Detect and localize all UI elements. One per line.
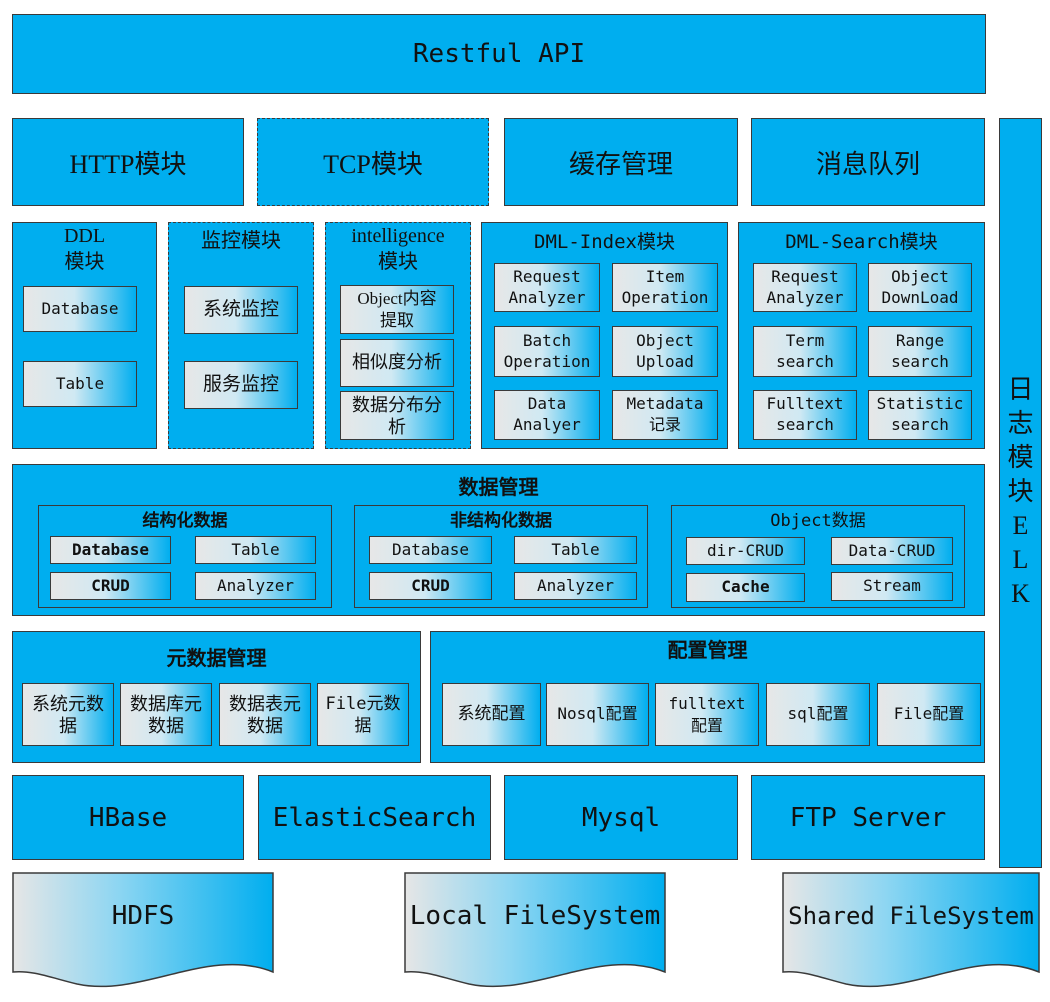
shared-filesystem-doc-shape [782,872,1040,988]
sql-config: sql配置 [766,683,870,746]
message-queue: 消息队列 [751,118,985,206]
fulltext-search: Fulltext search [753,390,857,440]
log-module-elk: 日 志 模 块 E L K [999,118,1042,868]
restful-api-layer: Restful API [12,14,986,94]
http-module-label: HTTP模块 [69,149,187,179]
ddl-module: DDL 模块 Database Table [12,222,157,449]
unstructured-database: Database [369,536,492,564]
log-char: E [1012,511,1029,540]
ftp-server-label: FTP Server [789,802,947,833]
object-upload: Object Upload [612,326,718,377]
structured-database: Database [50,536,171,564]
structured-table: Table [195,536,316,564]
config-management-title: 配置管理 [667,638,748,662]
config-management: 配置管理 系统配置 Nosql配置 fulltext 配置 sql配置 File… [430,631,985,763]
datatable-metadata: 数据表元 数据 [219,683,311,746]
shared-filesystem-label: Shared FileSystem [788,902,1034,930]
unstructured-analyzer: Analyzer [514,572,637,600]
ddl-module-title: DDL 模块 [63,225,106,273]
metadata-record: Metadata 记录 [612,390,718,440]
elasticsearch-label: ElasticSearch [272,802,477,833]
log-char: K [1011,579,1030,608]
system-metadata: 系统元数 据 [22,683,114,746]
http-module: HTTP模块 [12,118,244,206]
structured-data-title: 结构化数据 [142,511,228,531]
nosql-config: Nosql配置 [546,683,649,746]
local-filesystem-doc-shape [404,872,666,988]
mysql-label: Mysql [581,802,661,833]
object-content-extraction: Object内容 提取 [340,285,454,334]
message-queue-label: 消息队列 [815,149,920,179]
item-operation: Item Operation [612,263,718,312]
system-config: 系统配置 [442,683,541,746]
service-monitor: 服务监控 [184,361,298,409]
local-filesystem-label: Local FileSystem [409,901,661,931]
hdfs-label: HDFS [111,901,175,931]
object-download: Object DownLoad [868,263,972,312]
request-analyzer: Request Analyzer [494,263,600,312]
dml-index-module: DML-Index模块 Request Analyzer Item Operat… [481,222,728,449]
data-management-title: 数据管理 [458,475,539,499]
log-module-label: 日 志 模 块 E L K [1000,373,1041,611]
restful-api-label: Restful API [412,39,586,69]
monitor-module-title: 监控模块 [201,230,281,252]
file-config: File配置 [877,683,981,746]
unstructured-crud: CRUD [369,572,492,600]
data-distribution-analysis: 数据分布分 析 [340,391,454,440]
statistic-search: Statistic search [868,390,972,440]
unstructured-data-title: 非结构化数据 [450,511,552,531]
object-stream: Stream [831,572,953,601]
similarity-analysis: 相似度分析 [340,339,454,387]
log-char: 日 [1007,375,1034,404]
metadata-management-title: 元数据管理 [166,646,267,670]
dml-index-title: DML-Index模块 [534,231,675,253]
data-analyer: Data Analyer [494,390,600,440]
tcp-module-label: TCP模块 [323,149,423,179]
database-metadata: 数据库元 数据 [120,683,212,746]
metadata-management: 元数据管理 系统元数 据 数据库元 数据 数据表元 数据 File元数 据 [12,631,421,763]
tcp-module: TCP模块 [257,118,489,206]
cache-management-label: 缓存管理 [568,149,673,179]
hbase-label: HBase [88,802,168,833]
structured-analyzer: Analyzer [195,572,316,600]
object-data-group: Object数据 dir-CRUD Data-CRUD Cache Stream [671,505,965,608]
dml-search-module: DML-Search模块 Request Analyzer Object Dow… [738,222,985,449]
unstructured-data-group: 非结构化数据 Database Table CRUD Analyzer [354,505,648,608]
unstructured-table: Table [514,536,637,564]
log-char: 块 [1007,477,1034,506]
system-monitor: 系统监控 [184,286,298,334]
file-metadata: File元数 据 [317,683,409,746]
fulltext-config: fulltext 配置 [655,683,759,746]
ddl-database: Database [23,286,137,332]
hdfs-doc-shape [12,872,274,988]
ddl-table: Table [23,361,137,407]
dir-crud: dir-CRUD [686,537,805,565]
log-char: L [1012,545,1029,574]
intelligence-module: intelligence 模块 Object内容 提取 相似度分析 数据分布分 … [325,222,471,449]
data-management: 数据管理 结构化数据 Database Table CRUD Analyzer … [12,464,985,616]
batch-operation: Batch Operation [494,326,600,377]
monitor-module: 监控模块 系统监控 服务监控 [168,222,314,449]
intelligence-module-title: intelligence 模块 [351,225,445,273]
log-char: 模 [1007,443,1034,472]
log-char: 志 [1007,409,1034,438]
object-cache: Cache [686,573,805,602]
object-data-title: Object数据 [770,511,866,531]
hbase-box: HBase [12,775,244,860]
cache-management: 缓存管理 [504,118,738,206]
structured-crud: CRUD [50,572,171,600]
data-crud: Data-CRUD [831,537,953,565]
range-search: Range search [868,326,972,377]
elasticsearch-box: ElasticSearch [258,775,491,860]
term-search: Term search [753,326,857,377]
search-request-analyzer: Request Analyzer [753,263,857,312]
mysql-box: Mysql [504,775,738,860]
structured-data-group: 结构化数据 Database Table CRUD Analyzer [38,505,332,608]
dml-search-title: DML-Search模块 [785,231,938,253]
ftp-server-box: FTP Server [751,775,985,860]
